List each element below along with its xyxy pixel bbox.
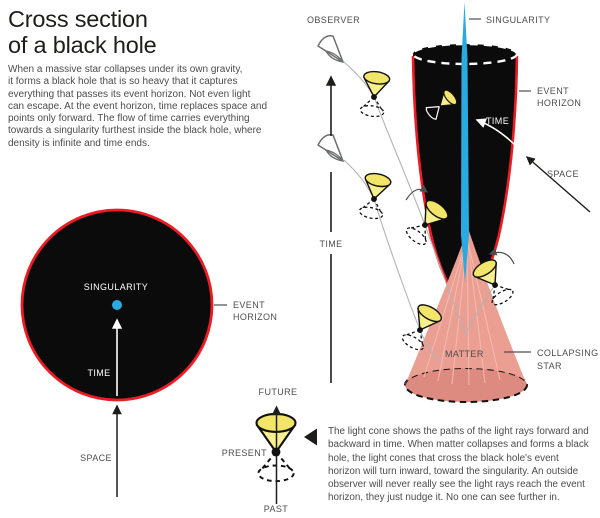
singularity-label: SINGULARITY	[84, 282, 148, 292]
time-inside-label: TIME	[486, 116, 509, 126]
cone-tilt-arrow	[405, 185, 428, 201]
space-label: SPACE	[547, 169, 579, 179]
event-horizon-label-line2: HORIZON	[233, 312, 277, 322]
intro-line: it forms a black hole that is so heavy t…	[8, 76, 238, 88]
singularity-dot	[112, 300, 122, 310]
intro-line: When a massive star collapses under its …	[8, 64, 243, 75]
page-title-line2: of a black hole	[8, 32, 157, 58]
light-cone	[356, 170, 393, 222]
light-cone-legend: FUTURE PRESENT PAST	[222, 387, 317, 514]
light-cone-inside-horizon	[425, 89, 458, 120]
event-horizon-rim-dashed	[411, 42, 519, 66]
present-dot	[271, 447, 281, 457]
world-line-path	[343, 159, 441, 363]
light-cone	[357, 69, 392, 119]
future-label: FUTURE	[259, 387, 298, 397]
intro-paragraph: When a massive star collapses under its …	[8, 64, 288, 150]
time-axis-label: TIME	[319, 239, 342, 249]
cross-section-diagram: SINGULARITY TIME SPACE EVENT HORIZON	[20, 208, 277, 497]
caption-paragraph: The light cone shows the paths of the li…	[328, 425, 596, 505]
intro-line: points only forward. The flow of time ca…	[8, 113, 250, 125]
collapsing-star-label-line2: STAR	[537, 361, 562, 371]
space-label: SPACE	[80, 453, 112, 463]
cone-tilt-arrow	[488, 248, 515, 265]
intro-line: density is infinite and time ends.	[8, 137, 150, 149]
caption-line: horizon will turn inward, toward the sin…	[328, 465, 579, 477]
intro-line: towards a singularity furthest inside th…	[8, 125, 262, 137]
caption-line: The light cone shows the paths of the li…	[328, 426, 589, 437]
present-label: PRESENT	[222, 448, 267, 458]
event-horizon-label-line2: HORIZON	[537, 98, 581, 108]
singularity-line	[461, 2, 469, 282]
intro-line: can escape. At the event horizon, time r…	[8, 100, 268, 112]
past-label: PAST	[264, 504, 289, 514]
caption-line: observer will never really see the light…	[328, 479, 585, 491]
time-label: TIME	[87, 368, 110, 378]
page-title-line1: Cross section	[8, 6, 148, 32]
page-title: Cross section of a black hole	[8, 6, 157, 58]
caption-line: backward in time. When matter collapses …	[328, 439, 589, 451]
observer-eye-icon	[317, 133, 345, 162]
collapsing-star-base	[404, 367, 528, 403]
spacetime-diagram: OBSERVER TIME	[307, 2, 599, 403]
singularity-label: SINGULARITY	[486, 15, 550, 25]
observer-eye-icon	[317, 34, 345, 63]
event-horizon-label-line1: EVENT	[537, 86, 569, 96]
observer-label: OBSERVER	[307, 15, 360, 25]
caption-pointer-icon	[304, 428, 317, 446]
event-horizon-label-line1: EVENT	[233, 300, 265, 310]
caption-line: hole, the light cones that cross the bla…	[328, 452, 559, 464]
space-arrow	[525, 156, 591, 213]
intro-line: everything that passes its event horizon…	[8, 88, 251, 100]
collapsing-star-cone	[405, 228, 527, 385]
matter-label: MATTER	[445, 349, 484, 359]
time-curved-arrow	[475, 118, 517, 147]
collapsing-star-label-line1: COLLAPSING	[537, 348, 599, 358]
caption-line: horizon, they just nudge it. No one can …	[328, 492, 560, 504]
